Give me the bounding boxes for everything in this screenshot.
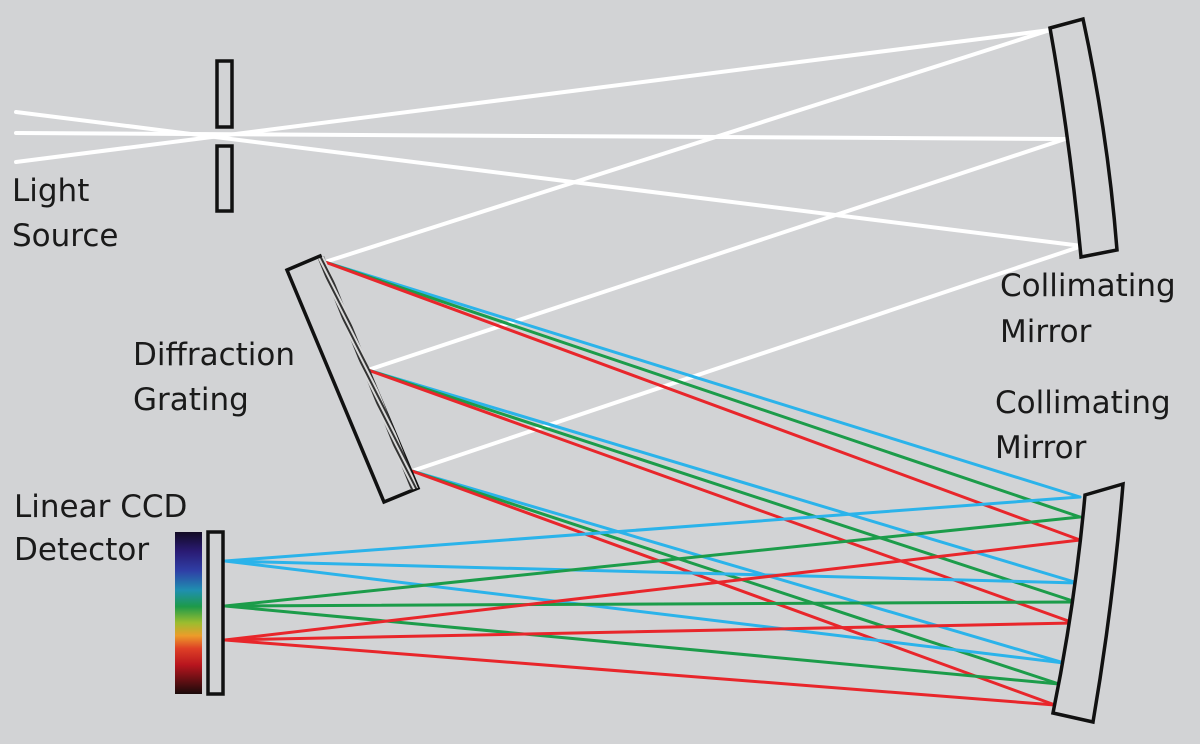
red-ray <box>410 469 1057 707</box>
white-ray <box>366 137 1067 372</box>
red-ray <box>223 621 1076 642</box>
white-ray <box>323 28 1052 264</box>
label-diffraction-grating: Diffraction Grating <box>133 337 305 418</box>
white-ray <box>14 28 1052 164</box>
collimating-mirror-bottom <box>1050 481 1125 725</box>
label-detector: Linear CCD Detector <box>14 489 197 568</box>
label-light-source: Light Source <box>12 173 118 254</box>
slit-jaw-top <box>215 59 234 129</box>
green-ray <box>223 600 1078 608</box>
collimating-mirror-top <box>1047 16 1119 260</box>
label-collimating-mirror-top: Collimating Mirror <box>1000 268 1186 350</box>
linear-ccd-detector <box>206 530 225 696</box>
green-ray <box>366 368 1078 604</box>
grating-grooves <box>318 256 418 490</box>
red-ray <box>223 538 1082 642</box>
blue-ray <box>223 559 1080 585</box>
label-collimating-mirror-bottom: Collimating Mirror <box>995 385 1181 466</box>
blue-ray <box>223 559 1066 665</box>
slit-jaw-bottom <box>215 144 234 213</box>
blue-ray <box>323 260 1082 499</box>
red-ray <box>223 638 1057 707</box>
green-ray <box>223 515 1082 608</box>
dispersed-rays-to-mirror <box>323 260 1082 707</box>
white-ray <box>410 244 1084 473</box>
blue-ray <box>223 495 1082 563</box>
diffraction-grating <box>284 253 421 505</box>
green-ray <box>223 604 1061 686</box>
green-ray <box>323 260 1082 519</box>
focused-rays-to-detector <box>223 495 1082 707</box>
blue-ray <box>366 368 1080 585</box>
white-light-rays <box>14 28 1084 473</box>
entrance-slit <box>215 59 234 213</box>
spectrum-strip <box>175 532 202 694</box>
white-ray <box>14 131 1067 141</box>
red-ray <box>323 260 1082 542</box>
blue-ray <box>410 469 1066 665</box>
